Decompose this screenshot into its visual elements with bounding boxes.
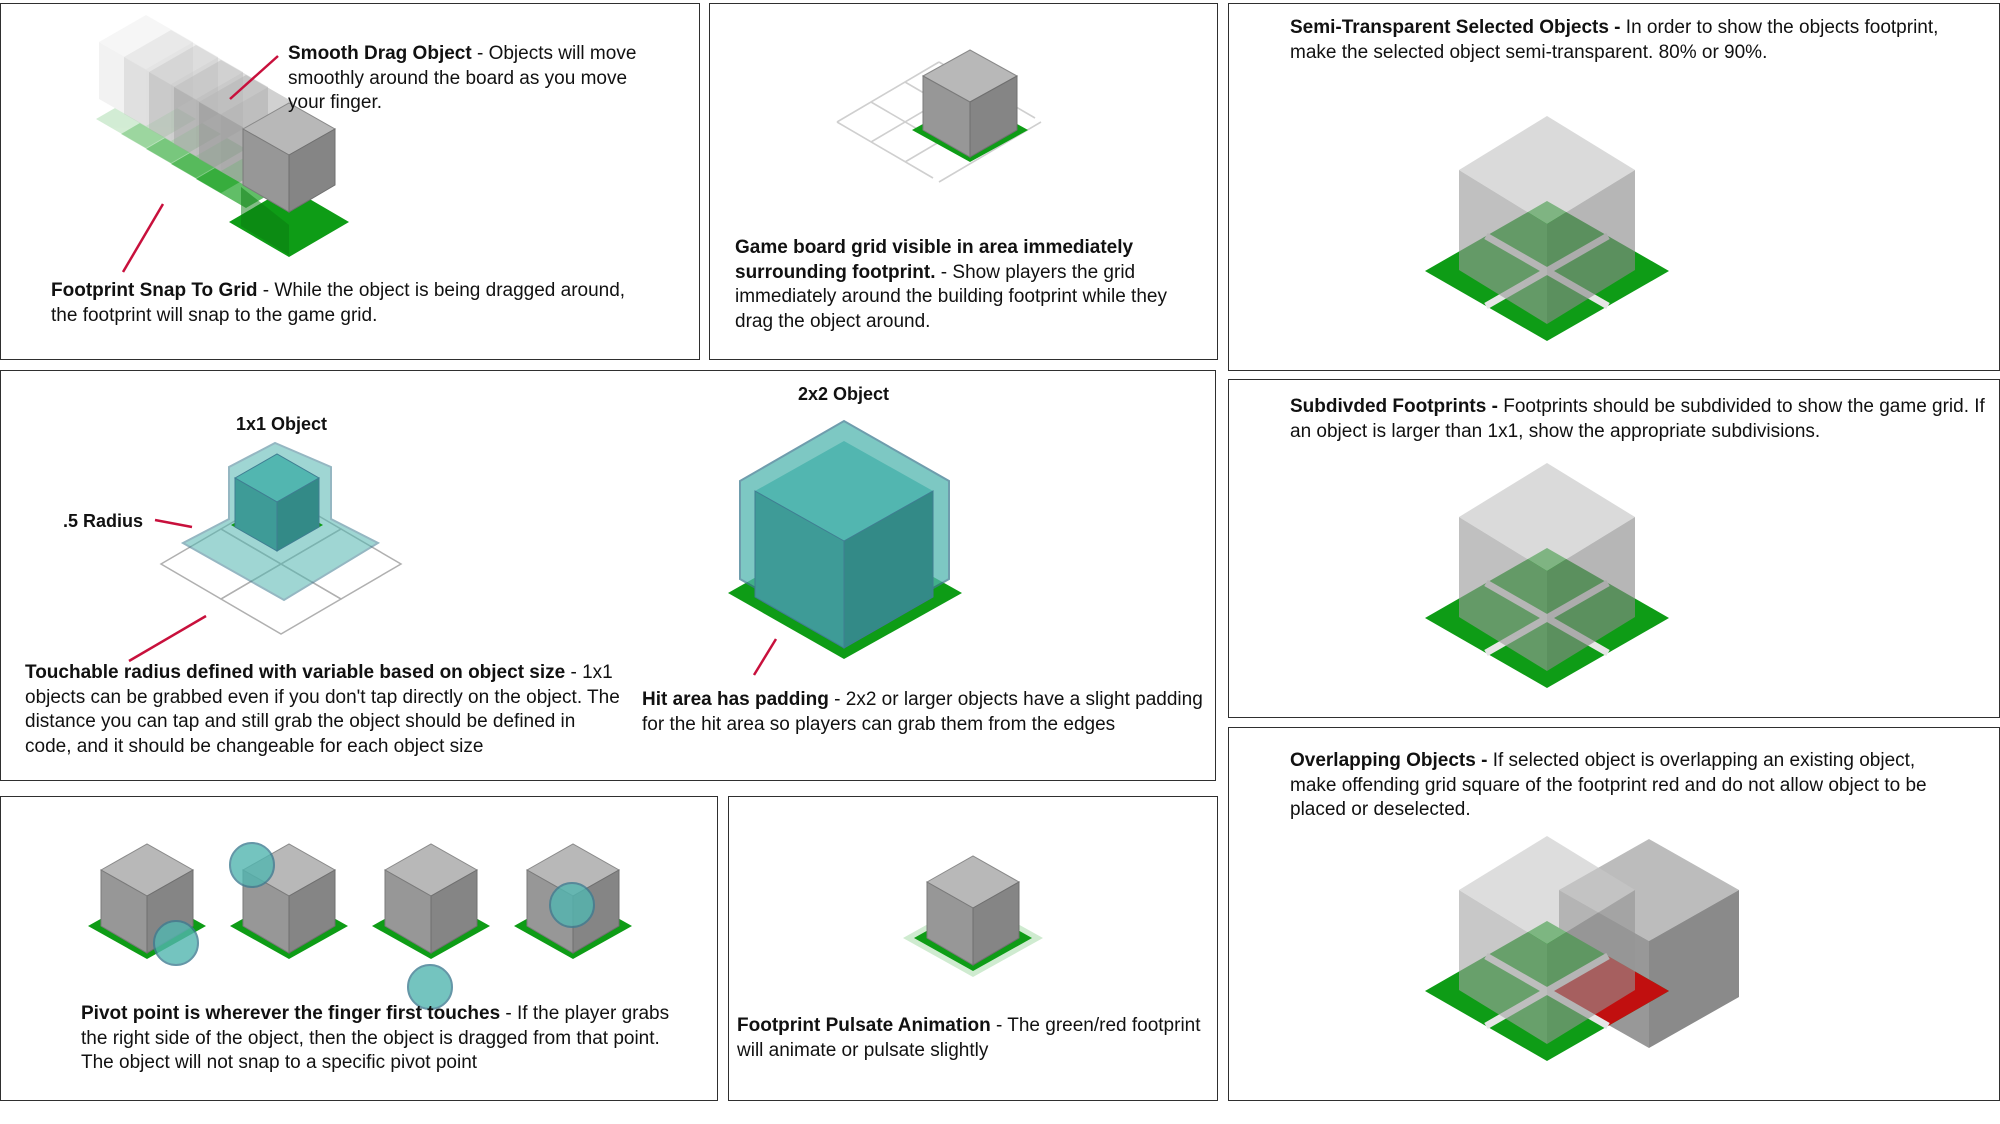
- subdivided-cube: [1459, 463, 1635, 671]
- snap-leader-line: [121, 203, 165, 273]
- hit-leader-line: [752, 638, 778, 676]
- panel-overlapping: Overlapping Objects - If selected object…: [1228, 727, 2000, 1101]
- panel-pivot: Pivot point is wherever the finger first…: [0, 796, 718, 1101]
- pivot-cube-4: [514, 843, 632, 959]
- smooth-drag-illustration: [96, 15, 349, 273]
- semi-transparent-cube: [1459, 116, 1635, 324]
- panel-subdivided: Subdivded Footprints - Footprints should…: [1228, 379, 2000, 718]
- panel-grid-visible: Game board grid visible in area immediat…: [709, 3, 1218, 360]
- grid-illustration: [836, 49, 1042, 183]
- drag-trail: [96, 15, 296, 208]
- overlapping-illustration: [1425, 836, 1739, 1061]
- pivot-text: Pivot point is wherever the finger first…: [81, 1003, 670, 1073]
- pivot-cube-1: [88, 843, 206, 966]
- radius-leader-line: [154, 518, 193, 529]
- snap-to-grid-text: Footprint Snap To Grid - While the objec…: [51, 280, 626, 326]
- panel-pulsate: Footprint Pulsate Animation - The green/…: [728, 796, 1218, 1101]
- touch-radius-text: Touchable radius defined with variable b…: [25, 662, 620, 757]
- semi-transparent-text: Semi-Transparent Selected Objects - In o…: [1290, 17, 1939, 63]
- grid-visible-text: Game board grid visible in area immediat…: [735, 237, 1167, 332]
- touch-leader-line: [128, 614, 207, 663]
- panel-smooth-drag: Smooth Drag Object - Objects will move s…: [0, 3, 700, 360]
- subdivided-illustration: [1425, 463, 1669, 688]
- pivot-cube-3: [372, 843, 490, 1010]
- semi-transparent-illustration: [1425, 116, 1669, 341]
- overlapping-text: Overlapping Objects - If selected object…: [1290, 750, 1927, 820]
- dragged-cube: [229, 102, 349, 257]
- smooth-drag-text: Smooth Drag Object - Objects will move s…: [288, 43, 637, 113]
- pulsate-illustration: [903, 855, 1043, 977]
- drag-leader-line: [229, 55, 279, 100]
- pivot-cube-2: [229, 842, 348, 959]
- hit-area-text: Hit area has padding - 2x2 or larger obj…: [642, 689, 1203, 735]
- selected-object: [1459, 836, 1635, 1044]
- panel-touch-radius: 1x1 Object .5 Radius 2x2 Object Touchabl…: [0, 370, 1216, 781]
- label-radius: .5 Radius: [63, 511, 144, 531]
- 2x2-object: [728, 419, 962, 659]
- label-1x1: 1x1 Object: [236, 414, 328, 434]
- touch-radius-illustration: [128, 419, 962, 676]
- pivot-illustration: [88, 842, 632, 1010]
- subdivided-text: Subdivded Footprints - Footprints should…: [1290, 396, 1985, 442]
- pulsate-text: Footprint Pulsate Animation - The green/…: [737, 1015, 1201, 1061]
- label-2x2: 2x2 Object: [798, 384, 890, 404]
- panel-semi-transparent: Semi-Transparent Selected Objects - In o…: [1228, 3, 2000, 371]
